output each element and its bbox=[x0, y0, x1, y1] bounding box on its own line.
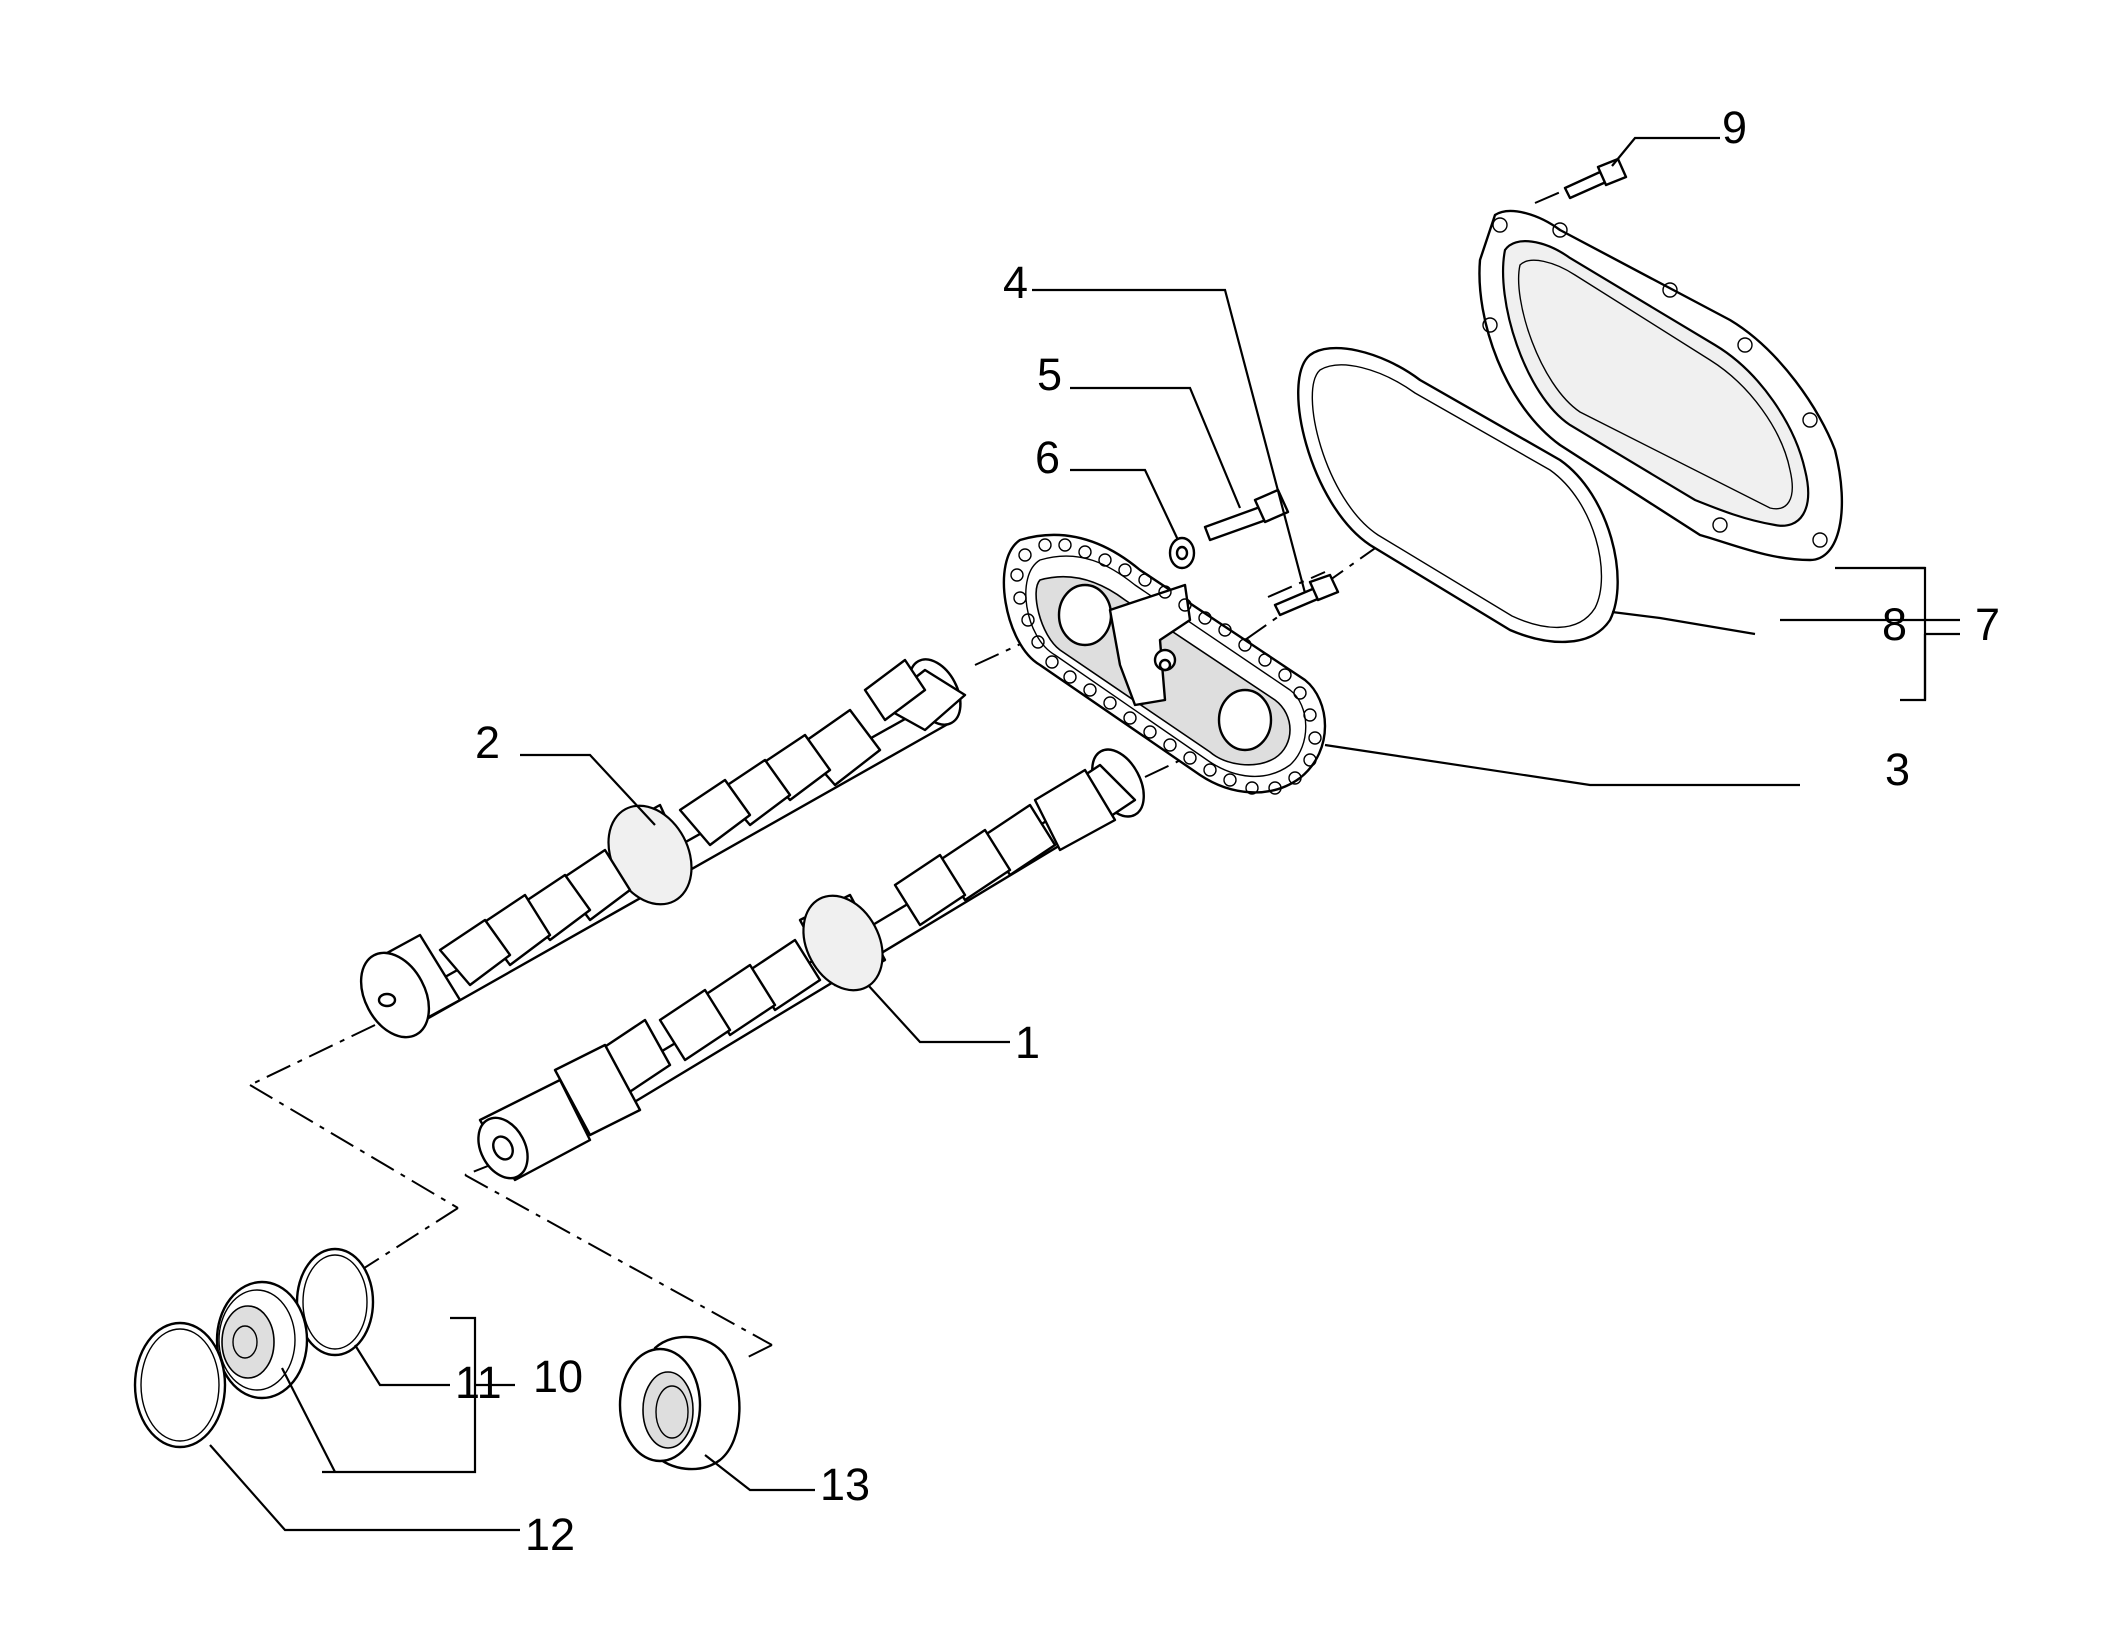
camshaft-upper bbox=[359, 658, 967, 1039]
plug-part-10 bbox=[215, 1280, 309, 1400]
bolt-part-9 bbox=[1563, 157, 1628, 200]
callout-12: 12 bbox=[525, 1509, 575, 1560]
washer-part-6 bbox=[1168, 536, 1196, 570]
callout-13: 13 bbox=[820, 1459, 870, 1510]
callout-4: 4 bbox=[1003, 257, 1028, 308]
bushing-part-13 bbox=[618, 1335, 741, 1471]
bolt-part-5 bbox=[1203, 488, 1290, 542]
callout-8: 8 bbox=[1882, 599, 1907, 650]
gasket-part-8 bbox=[1297, 346, 1619, 644]
leader-lines bbox=[209, 136, 1960, 1532]
callout-9: 9 bbox=[1722, 102, 1747, 153]
cover-part-7 bbox=[1478, 209, 1844, 562]
callout-5: 5 bbox=[1037, 349, 1062, 400]
o-ring-part-12 bbox=[133, 1321, 227, 1449]
camshaft-lower bbox=[477, 748, 1145, 1182]
callout-3: 3 bbox=[1885, 744, 1910, 795]
callout-7: 7 bbox=[1975, 599, 2000, 650]
callout-numbers: 1 2 3 4 5 6 7 8 9 10 11 12 13 bbox=[455, 102, 2000, 1560]
timing-chain-assembly bbox=[1002, 533, 1327, 795]
callout-6: 6 bbox=[1035, 432, 1060, 483]
callout-2: 2 bbox=[475, 717, 500, 768]
bolt-part-4 bbox=[1273, 573, 1340, 617]
o-ring-part-11 bbox=[295, 1247, 375, 1357]
callout-1: 1 bbox=[1015, 1017, 1040, 1068]
callout-11: 11 bbox=[455, 1357, 502, 1408]
callout-10: 10 bbox=[533, 1351, 583, 1402]
